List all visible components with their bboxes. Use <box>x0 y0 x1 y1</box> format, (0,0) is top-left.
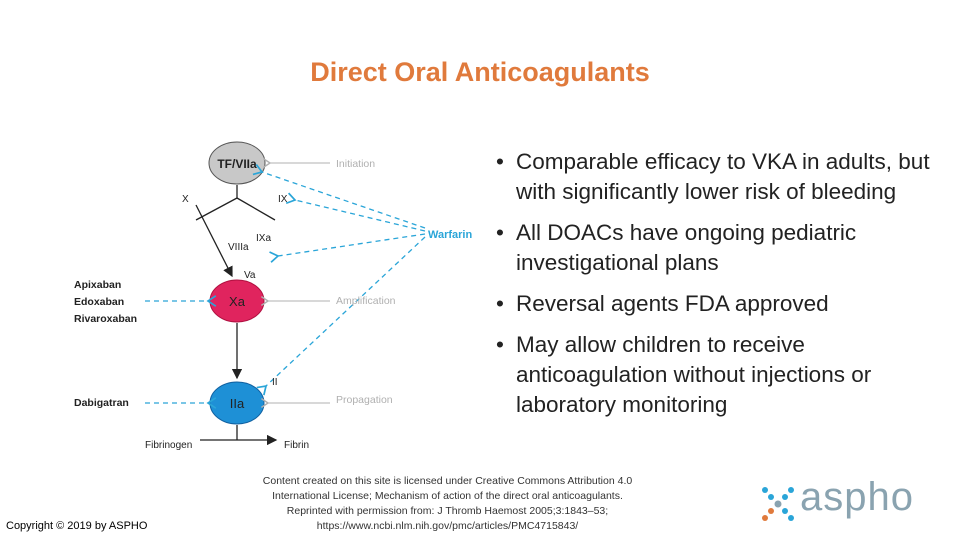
bullet-text: Reversal agents FDA approved <box>516 291 829 316</box>
label-warfarin: Warfarin <box>428 229 472 241</box>
drug-dabigatran: Dabigatran <box>74 397 129 409</box>
label-ix: IX <box>278 194 288 205</box>
drug-edoxaban: Edoxaban <box>74 296 124 308</box>
bullet-item: • All DOACs have ongoing pediatric invest… <box>490 218 930 278</box>
license-line: Content created on this site is licensed… <box>262 475 633 487</box>
label-fibrinogen: Fibrinogen <box>145 440 192 451</box>
license-line: International License; Mechanism of acti… <box>272 490 623 502</box>
label-fibrin: Fibrin <box>284 440 309 451</box>
stage-propagation: Propagation <box>336 394 393 406</box>
dots-cross-icon <box>762 487 794 521</box>
bullet-text: May allow children to receive anticoagul… <box>516 332 872 417</box>
node-iia-label: IIa <box>230 396 245 411</box>
bullet-symbol: • <box>496 332 504 357</box>
node-xa-label: Xa <box>229 294 246 309</box>
license-notice: Content created on this site is licensed… <box>240 474 655 534</box>
bullet-symbol: • <box>496 149 504 174</box>
label-va: Va <box>244 270 256 281</box>
label-ixa: IXa <box>256 233 271 244</box>
bullet-symbol: • <box>496 220 504 245</box>
bullet-item: • Reversal agents FDA approved <box>490 289 930 319</box>
stage-initiation: Initiation <box>336 158 375 170</box>
aspho-logo: aspho <box>760 475 940 525</box>
license-line: Reprinted with permission from: J Thromb… <box>286 505 609 517</box>
drug-rivaroxaban: Rivaroxaban <box>74 313 137 325</box>
logo-wordmark: aspho <box>800 475 914 519</box>
label-viiia: VIIIa <box>228 242 249 253</box>
node-tf-viia-label: TF/VIIa <box>217 157 257 171</box>
bullet-text: All DOACs have ongoing pediatric investi… <box>516 220 857 275</box>
stage-amplification: Amplification <box>336 295 396 307</box>
slide-title: Direct Oral Anticoagulants <box>310 57 650 87</box>
label-x: X <box>182 194 189 205</box>
bullet-text: Comparable efficacy to VKA in adults, bu… <box>516 149 930 204</box>
license-link[interactable]: https://www.ncbi.nlm.nih.gov/pmc/article… <box>316 520 579 532</box>
copyright-notice: Copyright © 2019 by ASPHO <box>6 520 148 532</box>
bullet-item: • May allow children to receive anticoagu… <box>490 330 930 420</box>
bullet-list: • Comparable efficacy to VKA in adults, b… <box>490 147 930 431</box>
drug-apixaban: Apixaban <box>74 279 121 291</box>
bullet-symbol: • <box>496 291 504 316</box>
bullet-item: • Comparable efficacy to VKA in adults, b… <box>490 147 930 207</box>
label-ii: II <box>272 377 278 388</box>
